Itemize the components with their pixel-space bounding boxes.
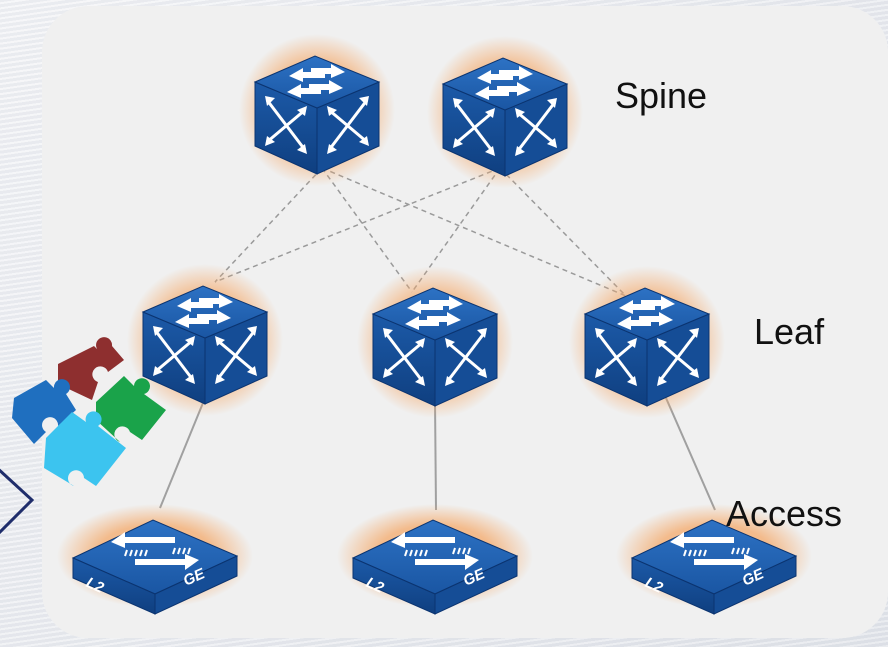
- link-spine1-leaf3: [321, 167, 627, 297]
- leaf-access-links: [159, 397, 716, 511]
- access-label: Access: [726, 493, 843, 534]
- spine-switch-1[interactable]: [237, 32, 397, 188]
- leaf-switch-3[interactable]: [567, 264, 727, 420]
- access-2-l2-text: L2: [363, 574, 387, 597]
- link-spine2-leaf1: [214, 167, 501, 283]
- puzzle-pieces-icon: [12, 337, 166, 486]
- access-1-l2-text: L2: [83, 574, 107, 597]
- leaf-switch-2[interactable]: [355, 264, 515, 420]
- link-spine1-leaf2: [321, 167, 413, 293]
- link-leaf3-access3: [665, 397, 716, 511]
- leaf-switch-1[interactable]: [125, 262, 285, 418]
- chevron-right-icon: [0, 468, 35, 535]
- link-leaf2-access2: [434, 399, 437, 511]
- link-spine2-leaf3: [499, 167, 627, 297]
- access-switch-2[interactable]: [336, 503, 534, 615]
- access-switch-1[interactable]: [56, 503, 254, 615]
- access-3-l2-text: L2: [642, 574, 666, 597]
- leaf-label: Leaf: [754, 311, 825, 352]
- spine-switch-2[interactable]: [425, 34, 585, 190]
- link-leaf1-access1: [159, 397, 206, 509]
- link-spine1-leaf1: [214, 167, 323, 283]
- spine-label: Spine: [615, 75, 708, 116]
